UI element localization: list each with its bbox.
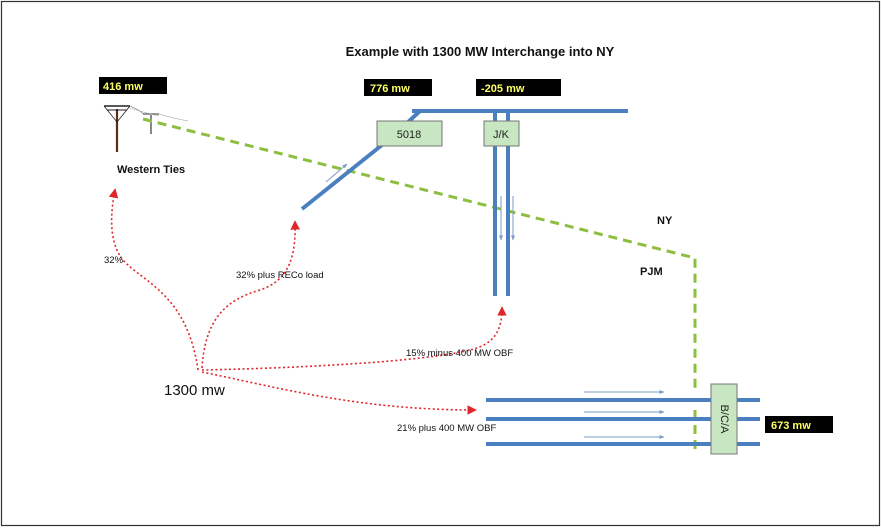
source-label: 1300 mw — [164, 382, 225, 399]
flow-arrow-bca — [201, 371, 477, 415]
region-ny-label: NY — [657, 215, 673, 227]
line-5018 — [300, 135, 394, 211]
meter-western-value: 416 mw — [103, 81, 143, 93]
box-jk-label: J/K — [493, 129, 510, 141]
meter-bca-value: 673 mw — [771, 420, 811, 432]
western-ties-label: Western Ties — [117, 164, 185, 176]
meter-5018: 776 mw — [364, 79, 432, 96]
meter-jk: -205 mw — [476, 79, 561, 96]
diagram-title: Example with 1300 MW Interchange into NY — [346, 44, 615, 59]
meter-5018-value: 776 mw — [370, 83, 410, 95]
box-bca-label: B/C/A — [718, 405, 730, 434]
flow-arrow-5018 — [201, 220, 301, 369]
flow-arrow-jk — [201, 306, 507, 371]
flow-label-jk: 15% minus 400 MW OBF — [406, 348, 513, 359]
box-5018-label: 5018 — [397, 129, 421, 141]
flow-label-western: 32% — [104, 255, 124, 266]
line-5018-flow-arrow — [325, 163, 348, 183]
box-5018: 5018 — [376, 120, 443, 147]
flow-arrows — [108, 188, 507, 415]
transmission-tower-icon — [103, 105, 189, 152]
box-bca: B/C/A — [710, 383, 738, 455]
flow-arrow-western — [108, 188, 199, 371]
meter-western: 416 mw — [99, 77, 167, 94]
meter-jk-value: -205 mw — [481, 83, 525, 95]
meter-bca: 673 mw — [765, 416, 833, 433]
flow-label-bca: 21% plus 400 MW OBF — [397, 423, 496, 434]
flow-label-5018: 32% plus RECo load — [236, 270, 324, 281]
box-jk: J/K — [483, 120, 520, 147]
region-pjm-label: PJM — [640, 266, 663, 278]
